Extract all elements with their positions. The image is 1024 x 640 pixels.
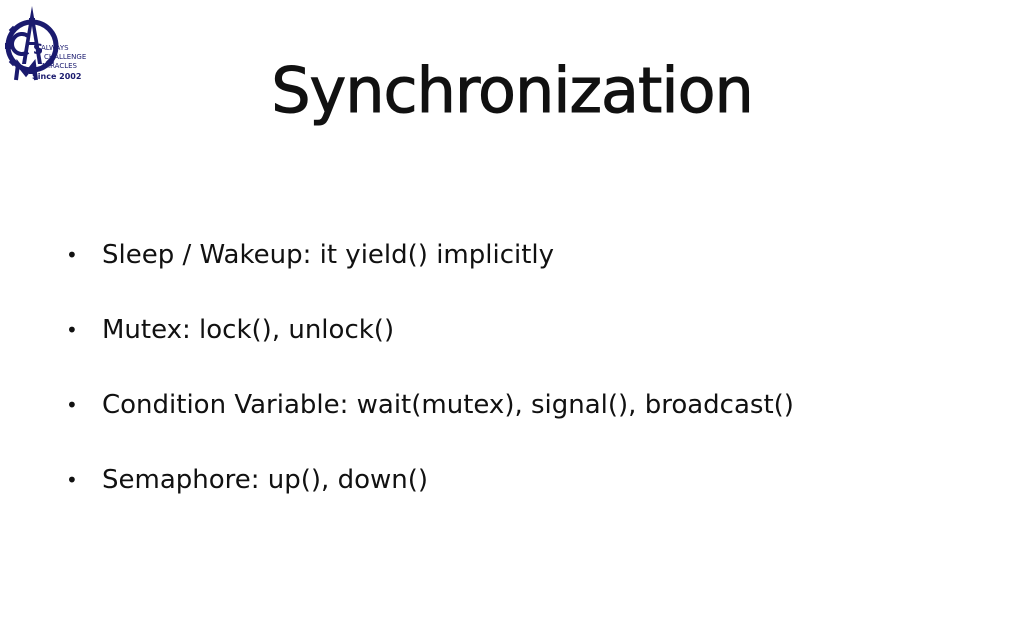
logo-text-2: CHALLENGE (44, 53, 86, 61)
bullet-marker: • (66, 318, 78, 342)
svg-text:S: S (33, 42, 43, 58)
bullet-marker: • (66, 243, 78, 267)
logo-text-3: MIRACLES (42, 62, 78, 70)
slide-title: Synchronization (271, 54, 755, 128)
bullet-text: Condition Variable: wait(mutex), signal(… (102, 390, 794, 420)
bullet-marker: • (66, 393, 78, 417)
logo-icon: S ALWAYS CHALLENGE MIRACLES Since 2002 (5, 6, 86, 81)
logo-text-4: Since 2002 (32, 72, 81, 81)
bullet-text: Sleep / Wakeup: it yield() implicitly (102, 240, 555, 270)
bullet-text: Semaphore: up(), down() (102, 465, 429, 495)
bullet-marker: • (66, 468, 78, 492)
logo-text-1: ALWAYS (41, 44, 69, 52)
bullet-text: Mutex: lock(), unlock() (102, 315, 395, 345)
